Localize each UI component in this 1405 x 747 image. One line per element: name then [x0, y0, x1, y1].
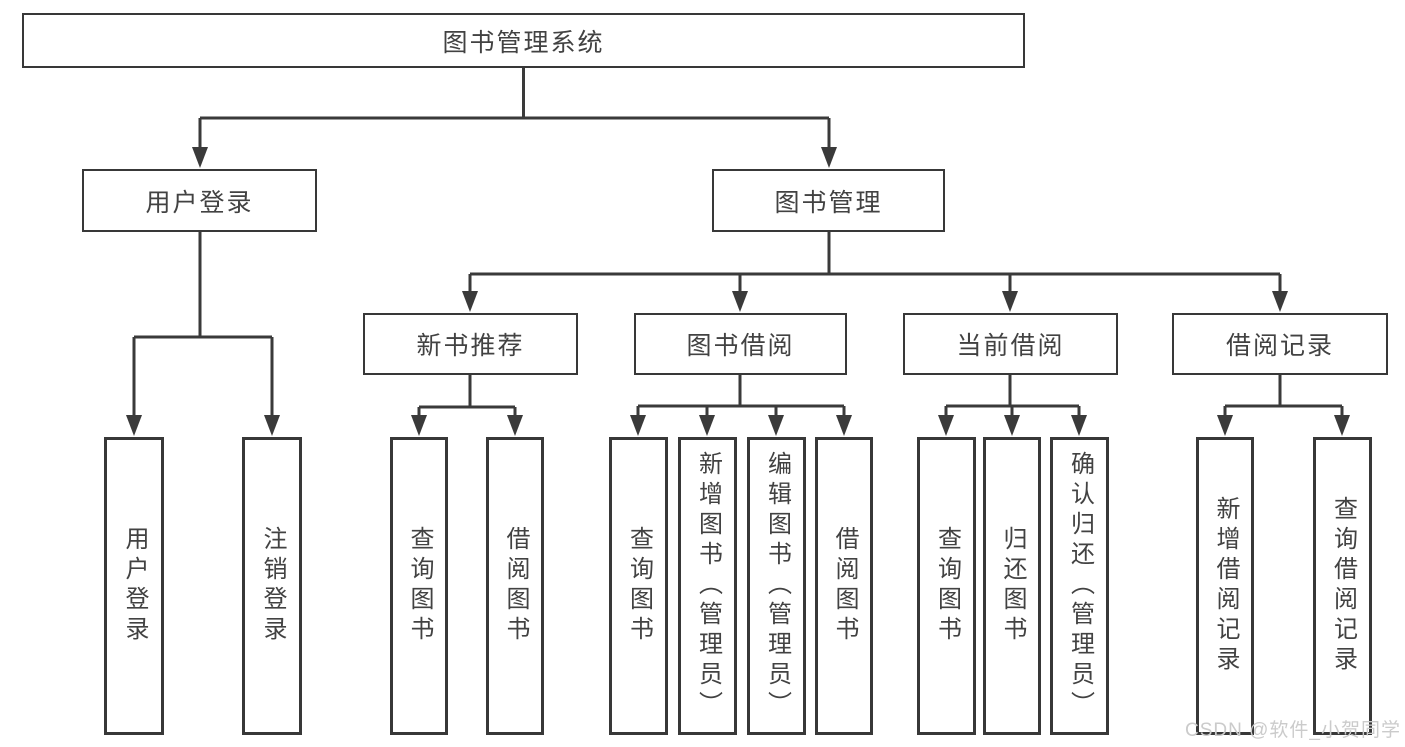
- leaf-search-books-borrow: 查询图书: [609, 437, 668, 735]
- leaf-user-login: 用户登录: [104, 437, 164, 735]
- node-label: 借阅记录: [1225, 332, 1334, 360]
- arrowhead: [462, 291, 478, 312]
- leaf-label: 查询图书: [406, 526, 433, 646]
- node-label: 新书推荐: [416, 332, 525, 360]
- leaf-label: 归还图书: [999, 526, 1026, 646]
- node-label: 用户登录: [145, 188, 254, 217]
- arrowhead: [836, 415, 852, 436]
- node-root: 图书管理系统: [22, 13, 1025, 68]
- leaf-borrow-books: 借阅图书: [815, 437, 873, 735]
- leaf-label: 注销登录: [259, 526, 286, 646]
- arrowhead: [732, 291, 748, 312]
- arrowhead: [1272, 291, 1288, 312]
- leaf-search-books-current: 查询图书: [917, 437, 976, 735]
- node-label: 图书管理: [774, 188, 883, 217]
- connector-root-to-level2: [192, 68, 837, 168]
- node-borrow-records: 借阅记录: [1172, 313, 1388, 375]
- leaf-edit-book-admin: 编辑图书（管理员）: [747, 437, 806, 735]
- connector-userlogin-to-leaves: [126, 232, 280, 436]
- arrowhead: [699, 415, 715, 436]
- leaf-label: 编辑图书（管理员）: [763, 451, 791, 721]
- leaf-label: 新增借阅记录: [1212, 496, 1239, 676]
- csdn-watermark: CSDN @软件_小贺同学: [1185, 720, 1401, 741]
- arrowhead: [938, 415, 954, 436]
- leaf-confirm-return-admin: 确认归还（管理员）: [1050, 437, 1109, 735]
- leaf-label: 新增图书（管理员）: [694, 451, 722, 721]
- leaf-label: 确认归还（管理员）: [1066, 451, 1094, 721]
- arrowhead: [192, 147, 208, 168]
- leaf-logout: 注销登录: [242, 437, 302, 735]
- arrowhead: [411, 415, 427, 436]
- leaf-label: 用户登录: [121, 526, 148, 646]
- arrowhead: [630, 415, 646, 436]
- leaf-label: 查询图书: [625, 526, 653, 646]
- connector-currentborrow-to-leaves: [938, 375, 1087, 436]
- arrowhead: [1002, 291, 1018, 312]
- node-label: 当前借阅: [956, 332, 1065, 360]
- arrowhead: [1004, 415, 1020, 436]
- node-new-book-recommend: 新书推荐: [363, 313, 578, 375]
- leaf-label: 查询图书: [933, 526, 961, 646]
- arrowhead: [768, 415, 784, 436]
- node-book-borrow: 图书借阅: [634, 313, 847, 375]
- arrowhead: [821, 147, 837, 168]
- node-label: 图书借阅: [686, 332, 795, 360]
- leaf-search-borrow-record: 查询借阅记录: [1313, 437, 1372, 735]
- leaf-label: 查询借阅记录: [1329, 496, 1357, 676]
- connector-borrowrecord-to-leaves: [1217, 375, 1350, 436]
- node-book-management: 图书管理: [712, 169, 945, 232]
- leaf-label: 借阅图书: [502, 526, 529, 646]
- node-user-login: 用户登录: [82, 169, 317, 232]
- arrowhead: [1217, 415, 1233, 436]
- leaf-return-books: 归还图书: [983, 437, 1041, 735]
- node-label: 图书管理系统: [442, 28, 605, 57]
- arrowhead: [264, 415, 280, 436]
- connector-bookborrow-to-leaves: [630, 375, 852, 436]
- connector-newbook-to-leaves: [411, 375, 523, 436]
- leaf-add-book-admin: 新增图书（管理员）: [678, 437, 737, 735]
- leaf-label: 借阅图书: [831, 526, 858, 646]
- arrowhead: [507, 415, 523, 436]
- connector-bookmgmt-to-level3: [462, 232, 1288, 312]
- node-current-borrow: 当前借阅: [903, 313, 1118, 375]
- leaf-borrow-books-recommend: 借阅图书: [486, 437, 544, 735]
- arrowhead: [1334, 415, 1350, 436]
- arrowhead: [1071, 415, 1087, 436]
- leaf-add-borrow-record: 新增借阅记录: [1196, 437, 1254, 735]
- leaf-search-books-recommend: 查询图书: [390, 437, 448, 735]
- arrowhead: [126, 415, 142, 436]
